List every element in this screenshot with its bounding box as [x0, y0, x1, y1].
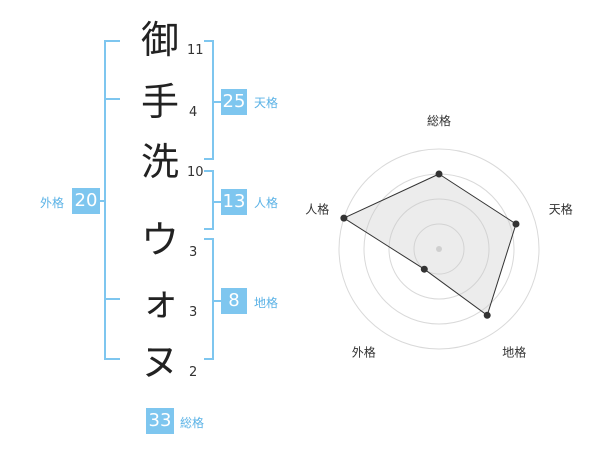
chikaku-bracket-bottom	[204, 358, 214, 360]
stroke-count-4: 3	[189, 245, 198, 260]
stroke-count-6: 2	[189, 365, 198, 380]
radar-axis-label: 地格	[502, 345, 526, 360]
name-char-2: 手	[140, 80, 179, 124]
radar-point	[420, 265, 428, 273]
radar-point	[340, 214, 348, 222]
jinkaku-bracket-bottom	[204, 228, 214, 230]
radar-ring	[338, 148, 540, 350]
jinkaku-label: 人格	[254, 196, 279, 210]
jinkaku-bracket-top	[204, 170, 214, 172]
stroke-count-5: 3	[189, 305, 198, 320]
chikaku-connector	[212, 300, 222, 302]
name-char-1: 御	[140, 18, 179, 62]
radar-axis-label: 総格	[427, 113, 451, 128]
tenkaku-badge: 25	[221, 89, 247, 115]
tenkaku-bracket-line	[212, 40, 214, 160]
gaikaku-connector	[98, 200, 106, 202]
gaikaku-bracket-bottom	[104, 358, 120, 360]
name-char-4: ウ	[140, 218, 179, 262]
jinkaku-connector	[212, 201, 222, 203]
stroke-count-3: 10	[187, 165, 204, 180]
gaikaku-bracket-tick-2	[104, 298, 120, 300]
radar-axis-label: 外格	[352, 345, 376, 360]
soukaku-label: 総格	[180, 416, 205, 430]
chikaku-badge: 8	[221, 288, 247, 314]
chikaku-bracket-top	[204, 238, 214, 240]
chikaku-label: 地格	[254, 296, 279, 310]
tenkaku-label: 天格	[254, 96, 279, 110]
radar-ring	[413, 223, 465, 275]
tenkaku-connector	[212, 101, 222, 103]
radar-ring	[388, 198, 490, 300]
radar-point	[483, 311, 491, 319]
radar-point	[435, 170, 443, 178]
tenkaku-bracket-bottom	[204, 158, 214, 160]
gaikaku-label: 外格	[40, 196, 65, 210]
radar-axis-label: 天格	[549, 201, 573, 216]
radar-point	[512, 220, 520, 228]
radar-area	[342, 173, 517, 317]
name-char-6: ヌ	[140, 340, 179, 384]
soukaku-badge: 33	[146, 408, 174, 434]
name-char-5: ォ	[140, 280, 179, 324]
gaikaku-bracket-tick-1	[104, 98, 120, 100]
name-char-3: 洗	[140, 140, 179, 184]
jinkaku-bracket-line	[212, 170, 214, 230]
gaikaku-bracket-top	[104, 40, 120, 42]
radar-axis-label: 人格	[305, 201, 329, 216]
gaikaku-badge: 20	[72, 188, 100, 214]
stroke-count-1: 11	[187, 43, 204, 58]
chikaku-bracket-line	[212, 238, 214, 360]
stroke-count-2: 4	[189, 105, 198, 120]
radar-center-dot	[436, 246, 442, 252]
jinkaku-badge: 13	[221, 189, 247, 215]
tenkaku-bracket-top	[204, 40, 214, 42]
